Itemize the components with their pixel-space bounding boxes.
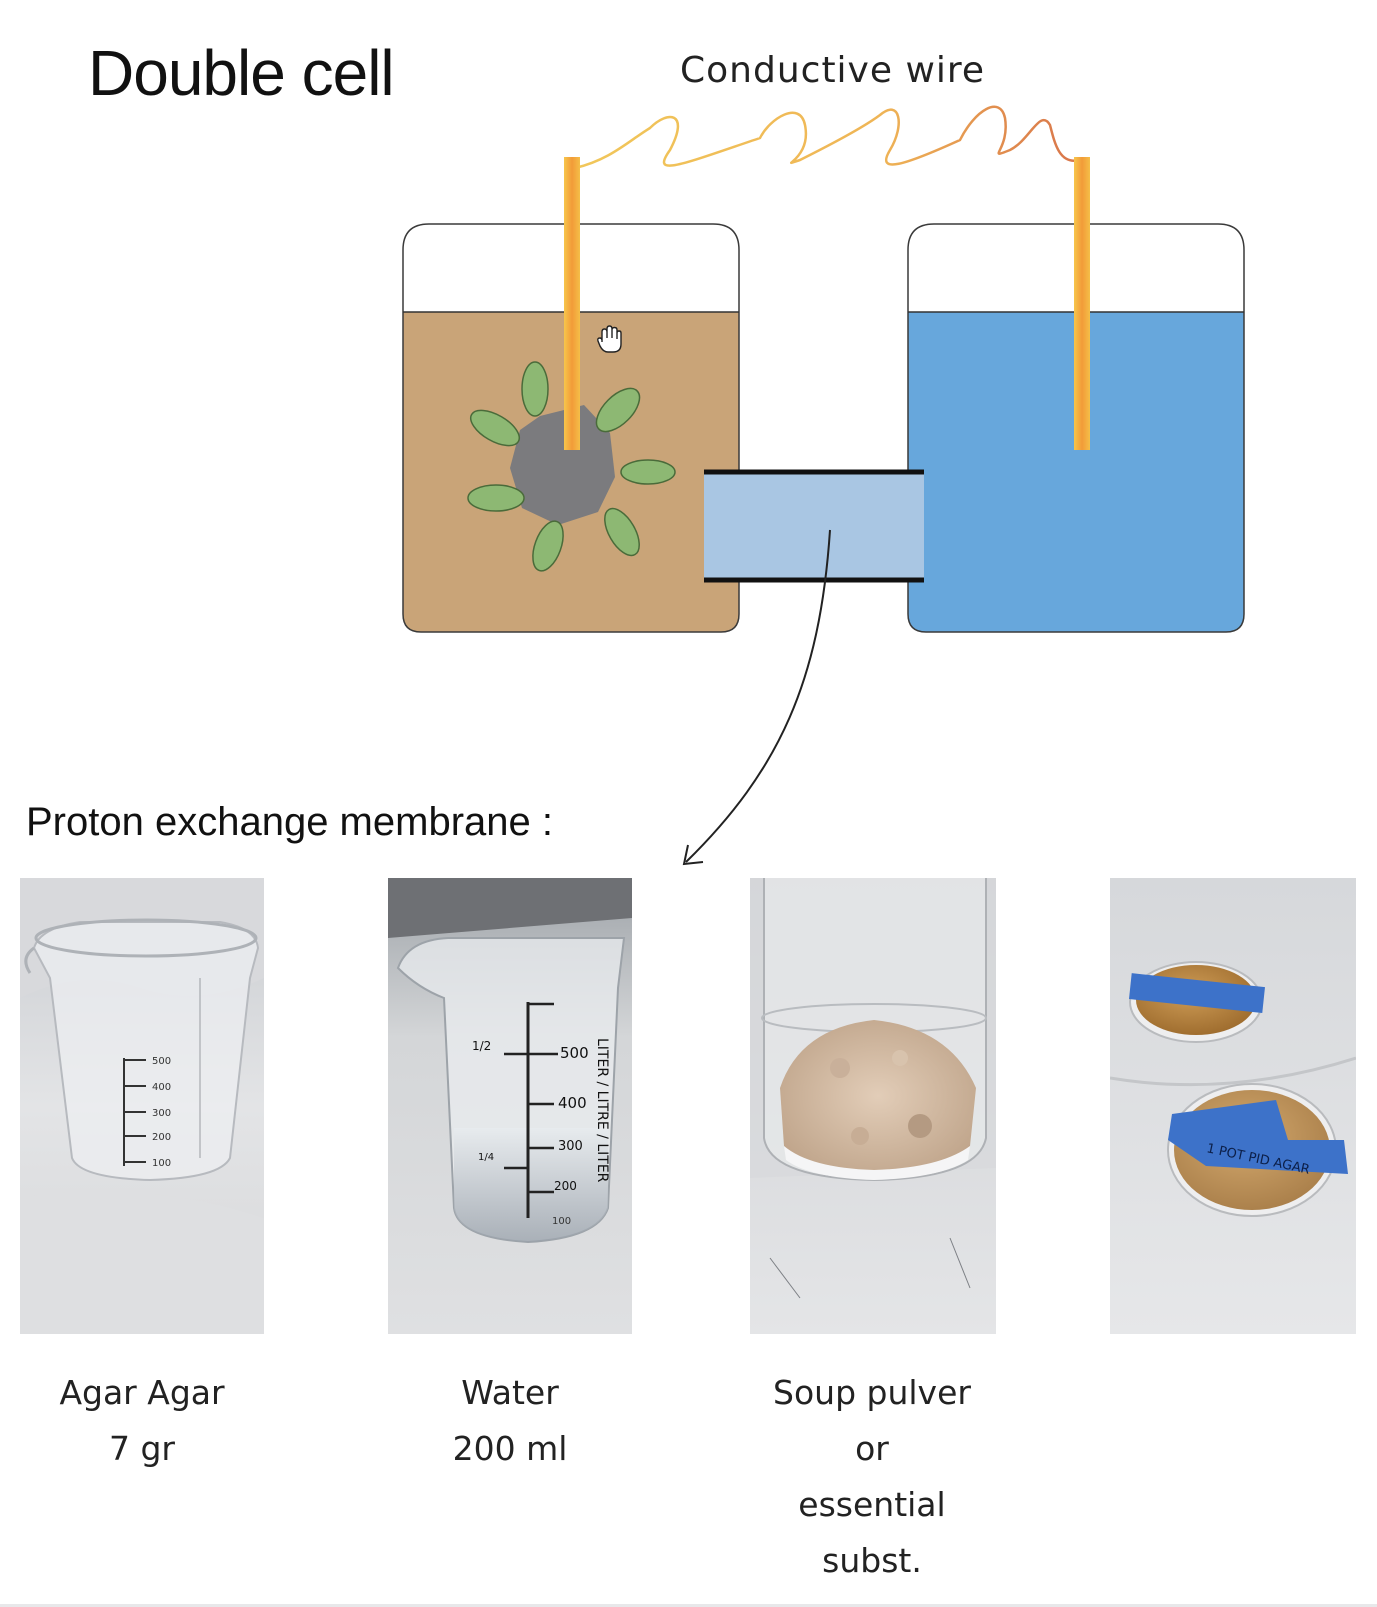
page-title: Double cell	[88, 37, 395, 109]
photo-water: 500 400 300 200 100 1/2 1/4 LITER / LITR…	[388, 878, 632, 1334]
svg-text:500: 500	[152, 1056, 171, 1067]
caption-line: Soup pulver	[773, 1373, 971, 1412]
caption-line: Agar Agar	[59, 1373, 225, 1412]
svg-text:100: 100	[152, 1158, 171, 1169]
svg-text:200: 200	[554, 1179, 577, 1193]
membrane-bridge	[704, 469, 924, 583]
stone-shape	[510, 405, 615, 525]
svg-text:400: 400	[558, 1094, 587, 1112]
leaf-shape	[620, 459, 676, 485]
double-cell-diagram	[402, 105, 1245, 866]
bottom-rule	[0, 1604, 1377, 1607]
leaf-shape	[521, 361, 549, 417]
caption-soup-powder: Soup pulver or essential subst.	[742, 1365, 1002, 1589]
leaf-shape	[532, 520, 564, 572]
leaf-shape	[467, 484, 525, 512]
svg-text:300: 300	[558, 1139, 583, 1154]
hand-cursor-icon	[597, 325, 622, 353]
photo-petri-dishes: 1 POT PID AGAR	[1110, 878, 1356, 1334]
photo-agar-agar: 500 400 300 200 100	[20, 878, 264, 1334]
svg-text:200: 200	[152, 1132, 171, 1143]
leaf-shape	[604, 507, 640, 557]
caption-line: essential	[798, 1485, 946, 1524]
svg-text:300: 300	[152, 1108, 171, 1119]
leaf-shape	[469, 409, 521, 447]
caption-water: Water 200 ml	[380, 1365, 640, 1477]
caption-line: 7 gr	[109, 1429, 175, 1468]
svg-text:400: 400	[152, 1082, 171, 1093]
caption-agar-agar: Agar Agar 7 gr	[12, 1365, 272, 1477]
leaf-shape	[595, 387, 641, 433]
caption-line: 200 ml	[452, 1429, 568, 1468]
svg-text:1/2: 1/2	[472, 1039, 491, 1053]
conductive-wire	[574, 105, 1081, 170]
conductive-wire-label: Conductive wire	[680, 50, 986, 91]
caption-line: subst.	[822, 1541, 922, 1580]
caption-line: Water	[461, 1373, 559, 1412]
svg-text:100: 100	[552, 1216, 571, 1227]
svg-text:1/4: 1/4	[478, 1152, 494, 1163]
pointer-arrow	[685, 529, 831, 863]
left-cell	[402, 223, 740, 633]
left-electrode	[564, 157, 580, 450]
right-electrode	[1074, 157, 1090, 450]
photo-soup-powder	[750, 878, 996, 1334]
svg-text:500: 500	[560, 1044, 589, 1062]
svg-text:LITER / LITRE / LITER: LITER / LITRE / LITER	[594, 1038, 610, 1183]
water-fill	[908, 312, 1244, 632]
membrane-label: Proton exchange membrane :	[26, 800, 553, 844]
caption-line: or	[855, 1429, 889, 1468]
